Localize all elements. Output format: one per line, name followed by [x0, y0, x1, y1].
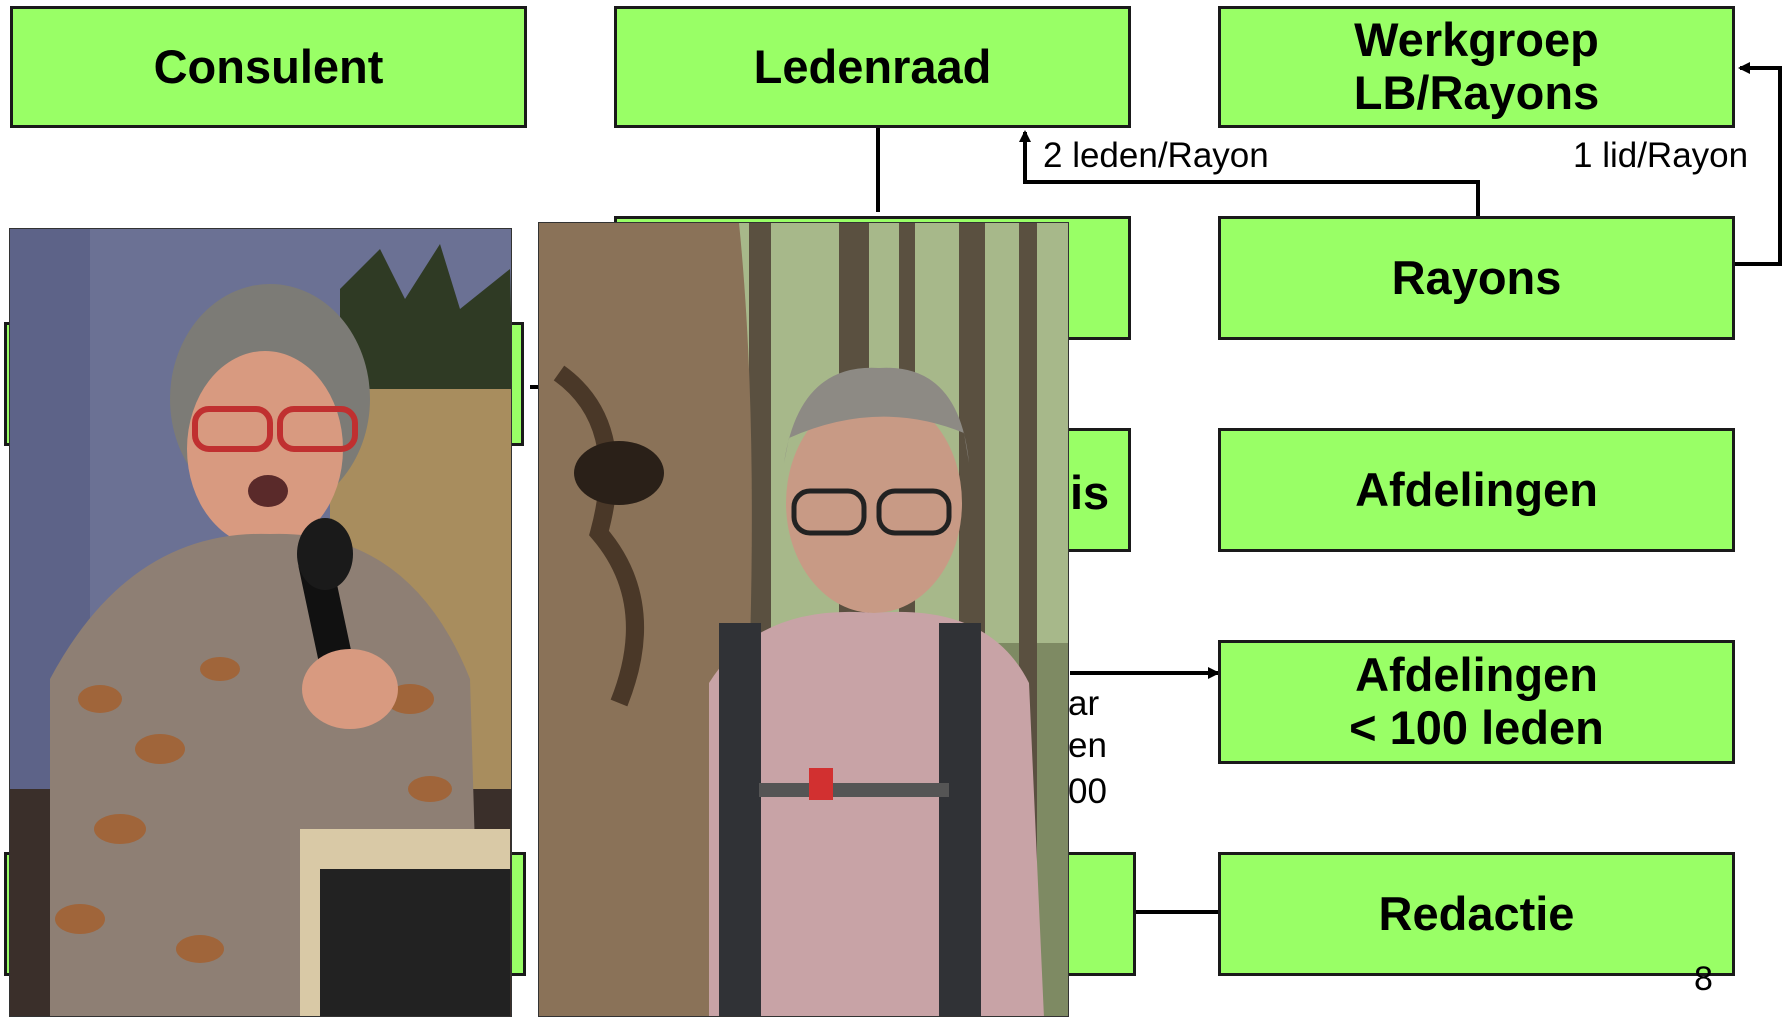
werkgroep-label-line2: LB/Rayons — [1353, 66, 1600, 119]
afdelingen-box: Afdelingen — [1218, 428, 1735, 552]
one-per-rayon-label: 1 lid/Rayon — [1573, 136, 1749, 175]
werkgroep-box: Werkgroep LB/Rayons — [1218, 6, 1735, 128]
afdelingen-small-box: Afdelingen < 100 leden — [1218, 640, 1735, 764]
en-fragment: en — [1068, 726, 1107, 765]
hundred-fragment: 00 — [1068, 772, 1107, 811]
consulent-label: Consulent — [153, 39, 384, 93]
photo-man — [538, 222, 1069, 1017]
ar-fragment: ar — [1068, 684, 1100, 723]
afdelingen-small-label-line1: Afdelingen — [1355, 648, 1598, 702]
rayons-label: Rayons — [1391, 250, 1562, 304]
rayons-box: Rayons — [1218, 216, 1735, 340]
man-in-forest-image — [539, 223, 1068, 1016]
ledenraad-box: Ledenraad — [614, 6, 1131, 128]
redactie-label: Redactie — [1378, 886, 1575, 940]
afdelingen-small-label-line2: < 100 leden — [1349, 701, 1604, 754]
ledenraad-label: Ledenraad — [753, 39, 992, 93]
consulent-box: Consulent — [10, 6, 527, 128]
werkgroep-label-line1: Werkgroep — [1354, 13, 1599, 67]
photo-woman — [9, 228, 512, 1017]
is-fragment: is — [1070, 466, 1110, 519]
two-per-rayon-label: 2 leden/Rayon — [1043, 136, 1269, 175]
rayons-to-werkgroep-arrow — [1735, 62, 1782, 266]
afdelingen-label: Afdelingen — [1355, 462, 1598, 516]
woman-speaking-image — [10, 229, 511, 1016]
rayons-to-ledenraad-arrow — [1019, 130, 1480, 228]
redactie-box: Redactie — [1218, 852, 1735, 976]
page-number: 8 — [1694, 960, 1713, 998]
